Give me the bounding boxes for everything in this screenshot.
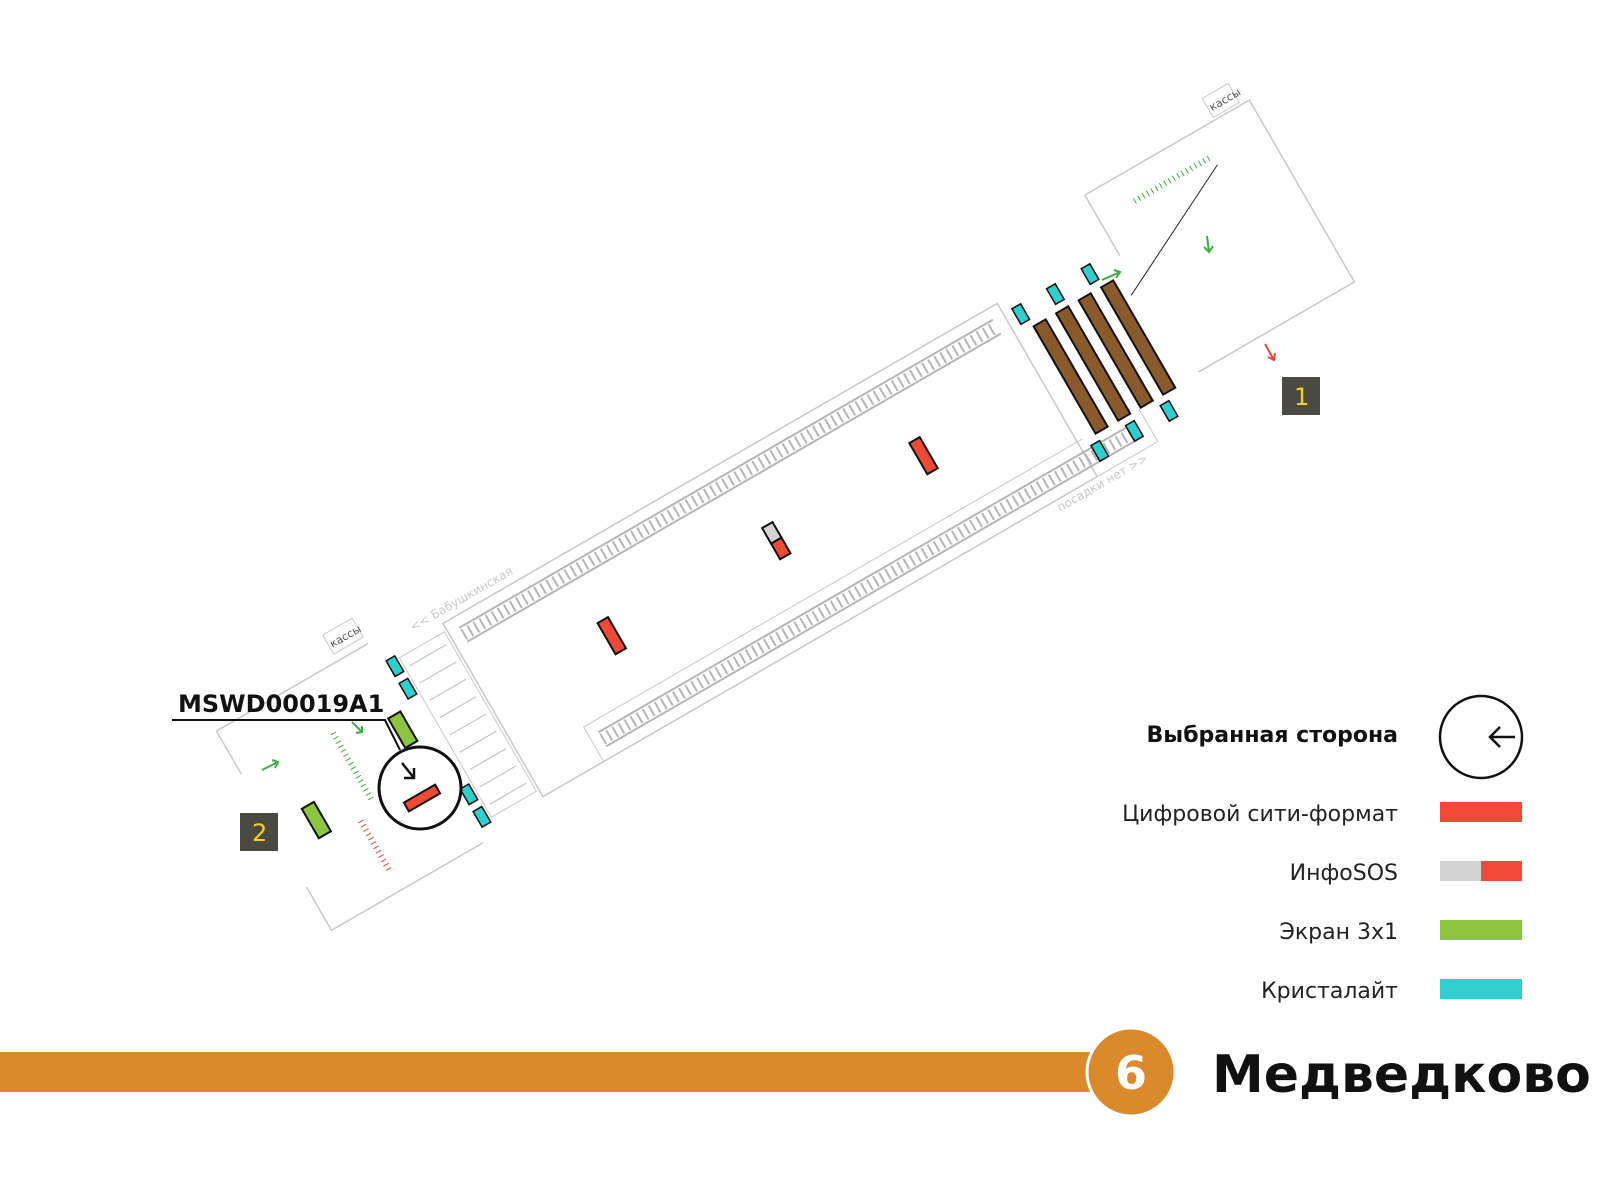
exit-2-number: 2	[252, 819, 267, 847]
crystalite-ad	[472, 805, 492, 829]
stairs-right	[1021, 278, 1179, 441]
legend-swatch-crystal	[1440, 979, 1522, 999]
infosos-ad	[760, 520, 792, 561]
arrow-icon	[1264, 343, 1276, 362]
crystalite-ad	[1080, 262, 1100, 286]
city-format-ad-1	[596, 615, 628, 656]
line-badge	[1085, 1026, 1177, 1118]
line-stripe	[0, 1052, 1090, 1092]
crystalite-ad	[398, 677, 418, 700]
legend-label-crystal: Кристалайт	[1261, 979, 1398, 1004]
city-format-ad-selected	[402, 783, 442, 813]
legend-swatch-sos-red	[1481, 861, 1522, 881]
arrow-down-right-icon	[401, 762, 416, 780]
legend-swatch-sos-grey	[1440, 861, 1481, 881]
crystalite-ad	[1159, 399, 1179, 423]
legend-selected-circle	[1438, 694, 1524, 780]
legend-swatch-screen	[1440, 920, 1522, 940]
legend-label-sos: ИнфоSOS	[1290, 861, 1398, 886]
selected-side-marker: MSWD00019A1	[172, 690, 463, 831]
arrow-icon	[1203, 235, 1214, 254]
platform-outline	[441, 302, 1099, 798]
crystalite-ad	[1010, 302, 1031, 326]
exit-1-number: 1	[1294, 383, 1309, 411]
line-bar: 6 Медведково	[0, 1026, 1591, 1118]
crystalite-ad	[385, 654, 405, 678]
arrow-icon	[1101, 269, 1122, 281]
track-upper	[458, 318, 1002, 643]
crystalite-ad	[459, 783, 479, 806]
arrow-icon	[261, 759, 280, 771]
stairs-left	[398, 631, 538, 818]
exit-2: 2	[240, 813, 278, 851]
arrow-icon	[351, 721, 363, 734]
crystalite-ad	[1045, 282, 1066, 306]
station-name: Медведково	[1212, 1045, 1591, 1105]
exit-1: 1	[1282, 377, 1320, 415]
track-lower-outline	[582, 406, 1159, 763]
track-lower	[597, 421, 1144, 748]
legend-label-city: Цифровой сити-формат	[1122, 802, 1398, 827]
legend-title: Выбранная сторона	[1147, 723, 1398, 748]
legend: Выбранная сторона Цифровой сити-формат И…	[1122, 694, 1524, 1004]
legend-label-screen: Экран 3х1	[1280, 920, 1399, 945]
screen-3x1-ad	[386, 710, 419, 750]
crystalite-ad	[1089, 439, 1110, 463]
legend-swatch-city	[1440, 802, 1522, 822]
crystalite-ad	[1124, 419, 1145, 443]
line-number: 6	[1115, 1046, 1147, 1100]
arrow-left-icon	[1488, 726, 1515, 748]
city-format-ad-2	[907, 435, 940, 476]
entry-arrows	[261, 235, 1276, 771]
selected-side-code: MSWD00019A1	[178, 690, 384, 718]
screen-3x1-ad	[300, 800, 333, 840]
